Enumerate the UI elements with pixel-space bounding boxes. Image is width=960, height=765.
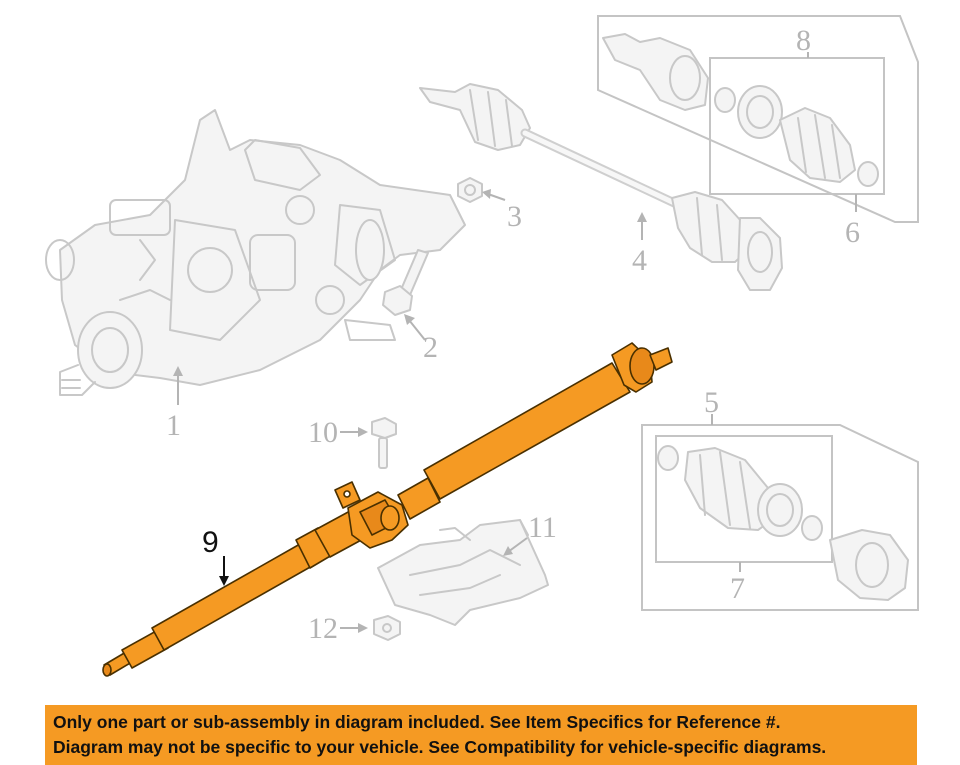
nut-part-3: 3 bbox=[457, 177, 522, 233]
cv-kit-parts-8-6: 8 6 bbox=[597, 15, 919, 249]
nut-part-12: 12 bbox=[308, 612, 401, 645]
heat-shield-part-11: 11 bbox=[377, 511, 557, 626]
drive-shaft-part-9 bbox=[102, 342, 673, 677]
disclaimer-line-1: Only one part or sub-assembly in diagram… bbox=[53, 712, 781, 732]
disclaimer-banner: Only one part or sub-assembly in diagram… bbox=[45, 705, 917, 765]
axle-shaft-part-4: 4 bbox=[419, 83, 783, 291]
callout-12: 12 bbox=[308, 612, 338, 645]
disclaimer-line-2: Diagram may not be specific to your vehi… bbox=[53, 737, 827, 757]
callout-8: 8 bbox=[796, 24, 811, 57]
bolt-part-10: 10 bbox=[308, 416, 397, 469]
callout-10: 10 bbox=[308, 416, 338, 449]
differential-part-1: 1 bbox=[45, 109, 466, 442]
parts-diagram: 1 2 3 4 8 6 bbox=[45, 15, 919, 677]
callout-3: 3 bbox=[507, 200, 522, 233]
callout-6: 6 bbox=[845, 216, 860, 249]
cv-kit-parts-5-7: 5 7 bbox=[641, 386, 919, 611]
bolt-part-2: 2 bbox=[382, 249, 438, 364]
callout-1: 1 bbox=[166, 409, 181, 442]
callout-4: 4 bbox=[632, 244, 647, 277]
callout-9: 9 bbox=[202, 526, 219, 559]
callout-7: 7 bbox=[730, 572, 745, 605]
callout-5: 5 bbox=[704, 386, 719, 419]
callout-11: 11 bbox=[528, 511, 557, 544]
callout-2: 2 bbox=[423, 331, 438, 364]
